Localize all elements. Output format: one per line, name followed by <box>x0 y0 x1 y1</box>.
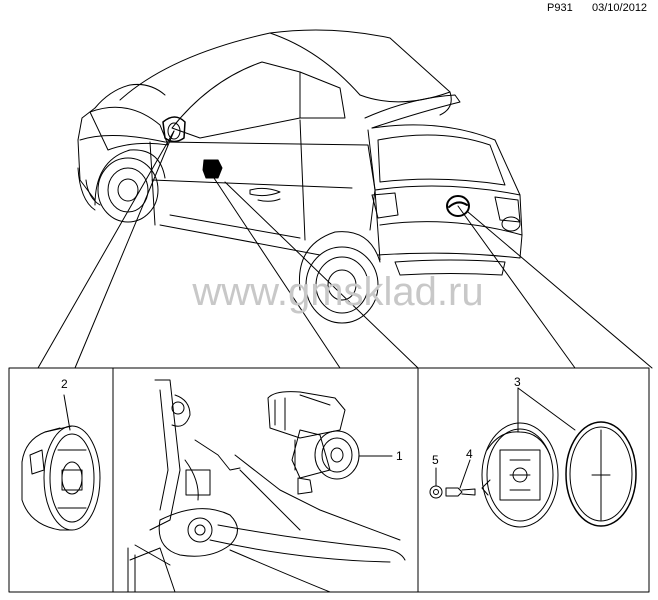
car-illustration <box>77 29 523 324</box>
callout-4: 4 <box>466 447 473 461</box>
callout-5: 5 <box>432 453 439 467</box>
callout-1: 1 <box>396 449 403 463</box>
page-code: P931 <box>547 2 573 14</box>
watermark: www.gmsklad.ru <box>191 270 483 314</box>
callout-3: 3 <box>514 375 521 389</box>
badge-assembly <box>429 387 637 528</box>
page-date: 03/10/2012 <box>592 2 648 14</box>
callout-2: 2 <box>61 377 68 391</box>
leader-lines <box>37 130 653 369</box>
mirror-actuator <box>21 394 101 531</box>
window-motor <box>267 391 393 495</box>
window-regulator <box>127 379 406 593</box>
